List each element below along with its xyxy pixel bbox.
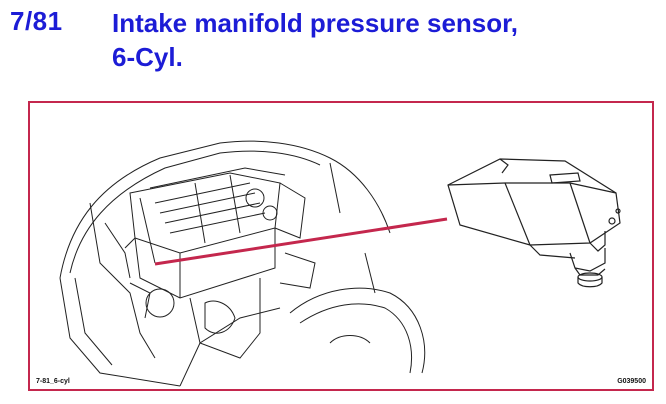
figure-caption-right: G039500 (617, 378, 646, 385)
engine-bay-illustration (59, 140, 621, 387)
page-title: Intake manifold pressure sensor, 6-Cyl. (112, 6, 518, 74)
car-body-drawing (59, 140, 426, 387)
engine-drawing (124, 167, 316, 359)
figure-frame: 7-81_6-cyl G039500 (28, 101, 654, 391)
page-number: 7/81 (10, 6, 63, 36)
title-line-1: Intake manifold pressure sensor, (112, 8, 519, 38)
title-line-2: 6-Cyl. (112, 42, 183, 72)
figure-caption-left: 7-81_6-cyl (36, 378, 70, 385)
pointer-line (154, 217, 448, 266)
pressure-sensor-drawing (447, 158, 621, 288)
